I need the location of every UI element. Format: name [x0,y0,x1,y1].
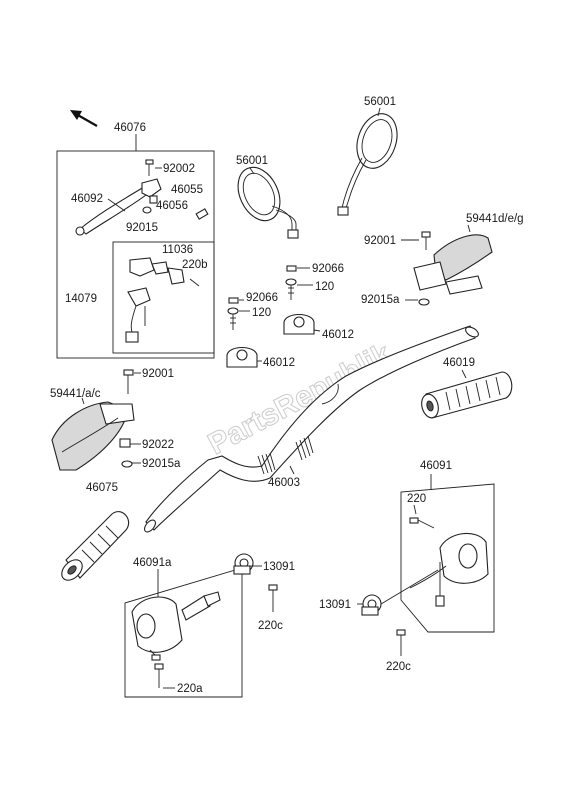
label-46012-upper: 46012 [322,329,354,341]
label-220c-left: 220c [258,620,283,632]
label-46092: 46092 [71,193,103,205]
bolt-92066-lower [227,297,239,330]
label-46019: 46019 [443,357,475,369]
label-46003: 46003 [268,477,300,489]
clutch-lever-assembly [56,134,215,359]
label-220: 220 [407,493,426,505]
label-120-upper: 120 [315,281,334,293]
label-46075: 46075 [86,482,118,494]
plate-92022 [119,438,131,448]
label-46091a: 46091a [133,557,172,569]
front-direction-arrow-icon [70,110,98,127]
label-92002: 92002 [163,163,195,175]
clamp-13091-right [361,594,382,616]
bolt-46055 [195,208,209,220]
label-92015: 92015 [126,222,158,234]
throttle-grip-46019-part [421,371,513,419]
label-46055: 46055 [171,184,203,196]
screw-220c-right [396,629,406,656]
label-59441deg: 59441d/e/g [466,213,524,225]
label-220b: 220b [182,259,208,271]
label-92022: 92022 [142,439,174,451]
label-92015a-left: 92015a [142,458,181,470]
label-92001-right: 92001 [364,235,396,247]
label-14079: 14079 [65,293,97,305]
label-13091-right: 13091 [319,599,351,611]
label-46056: 46056 [156,200,188,212]
label-56001-left-mirror: 56001 [236,155,268,167]
label-92066-lower: 92066 [246,292,278,304]
lever-guard-right-part [413,234,493,295]
bolt-92066-upper [285,265,297,300]
washer-92015 [142,206,152,214]
right-switch-assembly [400,474,495,633]
label-92066-upper: 92066 [312,263,344,275]
screw-92001-right [421,231,431,250]
label-56001-right-mirror: 56001 [364,96,396,108]
label-46012-lower: 46012 [263,357,295,369]
screw-92002 [145,159,154,176]
clutch-lever-part [75,178,162,236]
label-120-lower: 120 [252,307,271,319]
label-92015a-right: 92015a [361,294,400,306]
mirror-left-part [237,166,299,239]
left-switch-assembly [124,567,243,698]
handlebar-part [144,325,479,533]
label-220a: 220a [177,683,203,695]
collar-46056 [149,195,158,204]
left-grip-46075-part [61,511,130,581]
clamp-46012-upper [283,313,315,335]
mirror-right-part [337,113,398,216]
label-46091: 46091 [420,460,452,472]
label-59441ac: 59441/a/c [50,388,101,400]
washer-92015a-right [418,298,430,306]
washer-92015a-left [121,460,133,468]
screw-220-right [409,517,435,529]
label-46076: 46076 [114,122,146,134]
clamp-46012-lower [226,346,258,368]
switch-subassembly-box [112,241,215,354]
label-13091-left: 13091 [263,561,295,573]
screw-220c-left [268,584,278,612]
label-11036: 11036 [162,244,193,256]
label-220c-right: 220c [386,661,411,673]
lever-guard-left-part [51,401,135,471]
label-92001-left: 92001 [142,368,174,380]
screw-92001-left [123,369,134,394]
clutch-switch-part [125,257,200,343]
clamp-13091-left [233,553,254,575]
